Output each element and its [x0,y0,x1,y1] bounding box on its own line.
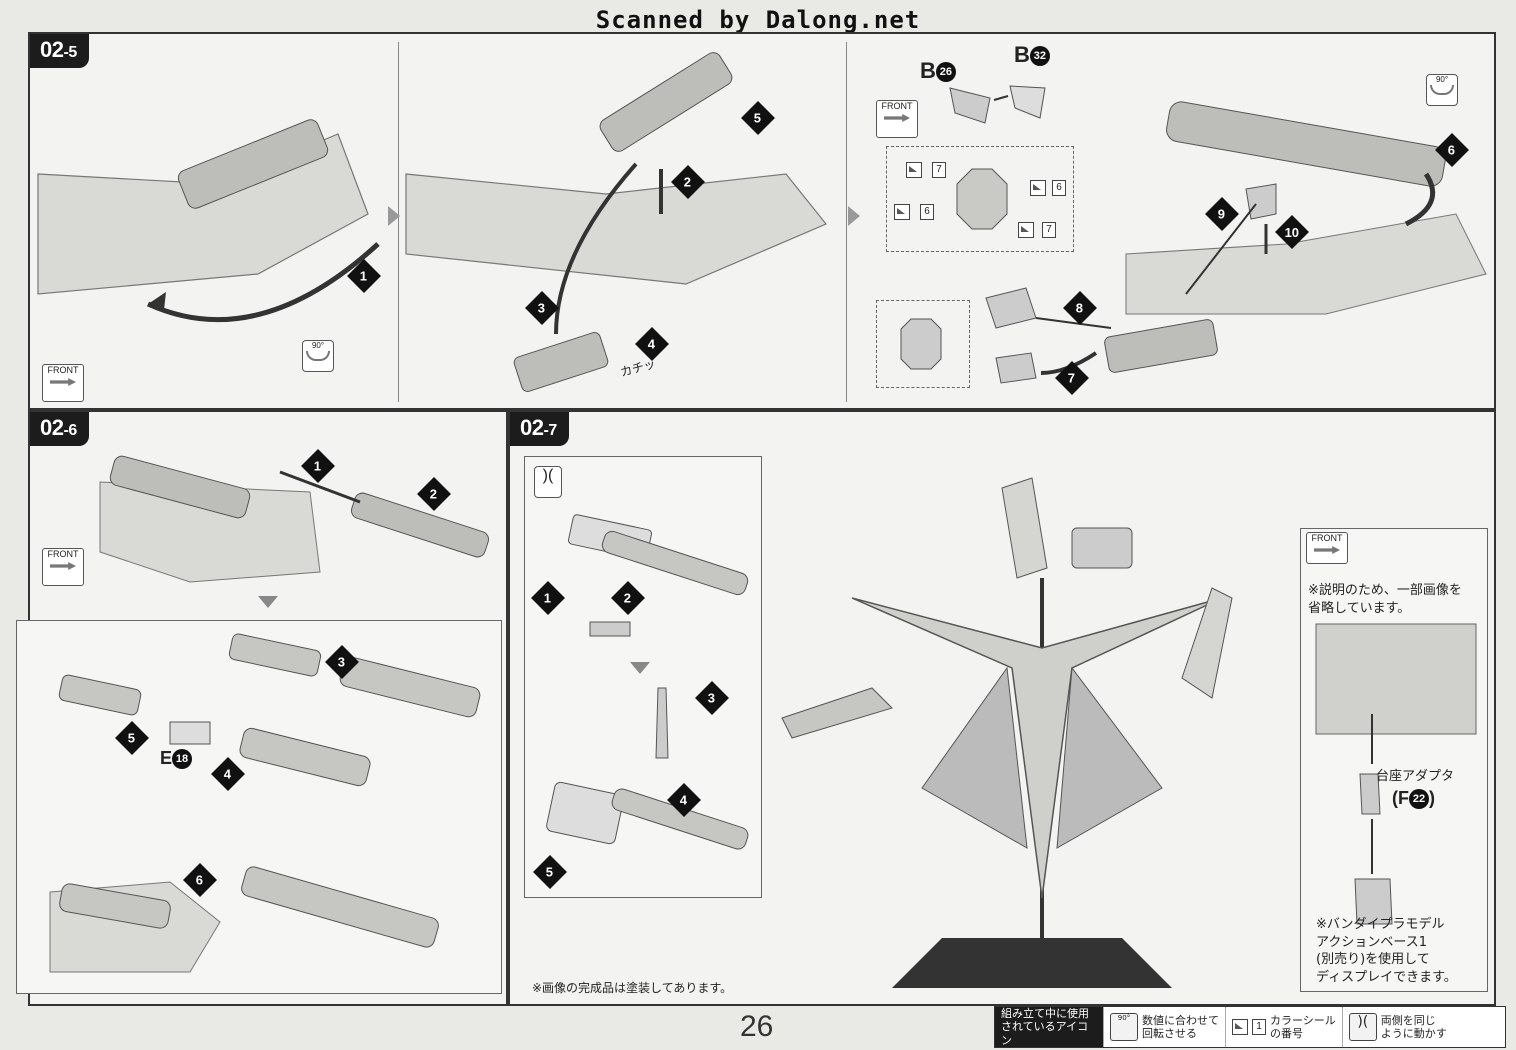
front-icon: FRONT [876,100,918,138]
symmetric-icon: )( [1348,1013,1377,1041]
legend-symmetric: )( 両側を同じ ように動かす [1341,1007,1453,1047]
flow-arrow [630,662,650,674]
gun-hand-illustration [567,514,749,637]
step-panel-02-7: 02-7 )( 1 2 3 4 5 ※画像の完成品は塗装してあります。 FRON… [508,410,1496,1006]
knife-hand-illustration [546,687,749,850]
sticker-icon [1030,180,1046,196]
legend-sticker: 1 カラーシール の番号 [1225,1007,1342,1047]
front-icon: FRONT [42,364,84,402]
painted-note: ※画像の完成品は塗装してあります。 [532,981,733,995]
sticker-number: 1 [1252,1019,1266,1035]
omitted-note: ※説明のため、一部画像を 省略しています。 [1308,583,1462,616]
rotate-icon: 90° [1110,1013,1138,1041]
action-base-note: ※バンダイプラモデル アクションベース1 (別売り)を使用して ディスプレイでき… [1316,917,1457,985]
flow-arrow [388,206,400,226]
boom-remove-illustration [99,455,490,583]
boom-attach-illustration [1125,101,1487,315]
front-icon: FRONT [42,548,84,586]
part-detail-box [876,300,970,388]
legend-heading: 組み立て中に使用 されているアイコン [995,1007,1103,1047]
rotate-icon: 90° [1426,74,1458,106]
rotate-icon: 90° [302,340,334,372]
step-label-02-7: 02-7 [510,412,569,446]
page-number: 26 [740,1010,774,1043]
scan-credit: Scanned by Dalong.net [595,6,921,34]
base-adapter-box [1300,528,1488,992]
sticker-number: 6 [920,204,934,220]
completed-model-illustration [781,477,1233,988]
symmetric-icon: )( [534,466,562,498]
flow-arrow [848,206,860,226]
legend-rotate: 90° 数値に合わせて 回転させる [1103,1007,1225,1047]
sticker-icon [1232,1019,1248,1035]
sticker-number: 7 [932,162,946,178]
panel-divider [846,42,847,402]
boom-illustration [405,52,827,392]
boom-disassembly-illustration [58,633,481,787]
adapter-illustration [1315,623,1477,925]
wing-illustration [37,119,380,323]
sticker-part-illustration [956,168,1008,230]
sticker-detail-box [886,146,1074,252]
sticker-icon [894,204,910,220]
flow-arrow [258,596,278,608]
icon-legend: 組み立て中に使用 されているアイコン 90° 数値に合わせて 回転させる 1 カ… [994,1006,1506,1048]
adapter-illustration [985,287,1218,384]
b-parts-illustration [949,85,1046,124]
adapter-label: 台座アダプタ [1376,769,1455,784]
sticker-icon [906,162,922,178]
sticker-number: 7 [1042,222,1056,238]
boom-reassembly-illustration [49,866,439,973]
step-label-02-6: 02-6 [30,412,89,446]
step-label-02-5: 02-5 [30,34,89,68]
sticker-icon [1018,222,1034,238]
sticker-number: 6 [1052,180,1066,196]
front-icon: FRONT [1306,532,1348,564]
part-front-illustration [900,318,942,370]
